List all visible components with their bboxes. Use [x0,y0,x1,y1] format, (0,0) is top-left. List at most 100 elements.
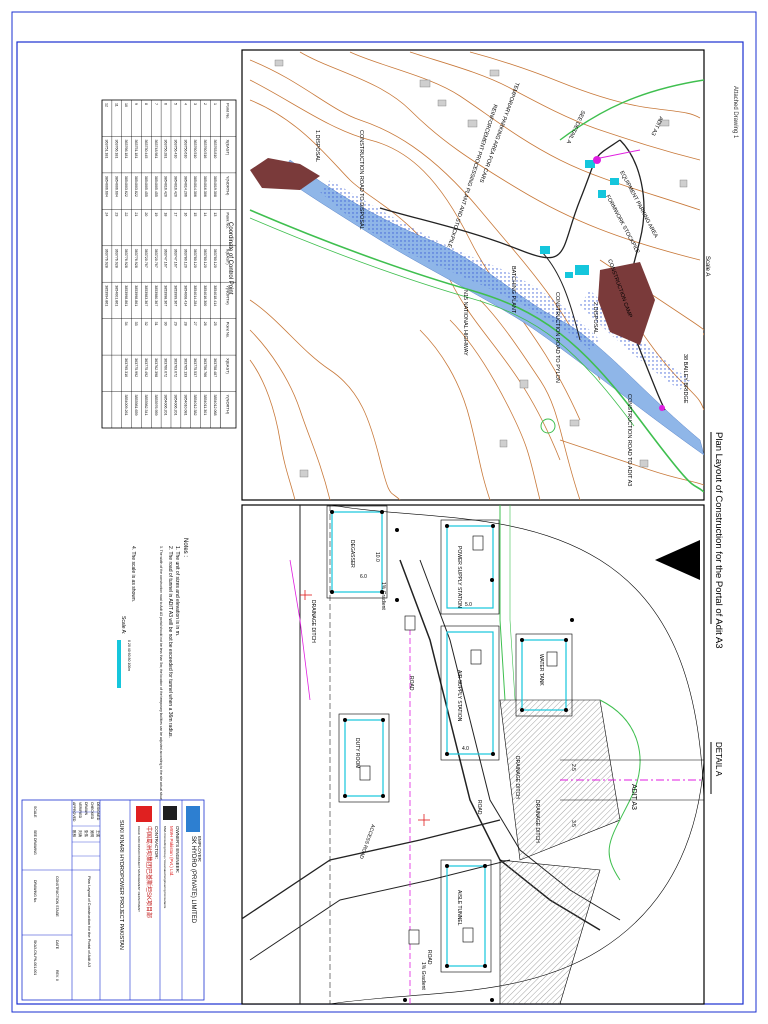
table-cell: 13 [213,212,217,216]
tb-row-value-3: 刘涛 [78,830,83,838]
table-cell: 3854016.420 [164,176,168,197]
tb-scale-label: SCALE [33,806,37,818]
label-batching: BATCHING PLANT [510,266,516,314]
duty-room [344,719,384,797]
disposal-area-2 [598,262,655,345]
tb-row-value-1: 吴明 [90,830,94,838]
employer-label: EMPLOYER: [197,836,202,862]
table-cell: 27 [193,322,197,326]
detail-label-duty-room: DUTY ROOM [354,738,360,768]
table-cell: 3854016.306 [203,176,207,197]
detail-dim-a: 10.0 [374,552,380,562]
detail-label-road-2: ROAD [476,800,482,815]
table-cell: 20 [144,212,148,216]
table-cell: 3854012.382 [193,395,197,416]
power-supply-building [446,525,494,609]
table-cell: 3854005.455 [154,176,158,197]
table-cell: 363760.510 [193,139,197,158]
bailey-bridge-marker [659,405,665,411]
outer-frame [11,11,757,1013]
table-cell: 21 [134,212,138,216]
table-cell: 3854005.455 [144,176,148,197]
table-cell: 3854003.822 [134,176,138,197]
table-cell: 3854010.081 [183,395,187,416]
table-cell: 363762.398 [154,358,158,377]
table-cell: 3854011.301 [203,395,207,416]
table-cell: 363776.928 [124,249,128,268]
detail-dim-d: 4.0 [462,746,469,752]
table-cell: 363730.445 [144,139,148,158]
table-cell: 9 [134,103,138,105]
note-4: 4. The scale is as shown. [130,546,136,602]
detail-label-grade-1: 1% Gradient [380,582,386,610]
table-cell: 3854014.284 [193,285,197,306]
table-cell: 3853994.861 [105,285,109,306]
detail-label-drainage-2: DRAINAGE DITCH [514,756,520,799]
table-cell: 363763.072 [173,358,177,377]
table-cell: 363756.610 [183,139,187,158]
detail-dim-b: 6.0 [360,574,367,580]
detail-label-degasser: DEGASSER [349,540,355,568]
label-disposal-1: 1.DISPOSAL [314,130,320,162]
label-road-to-disposal: CONSTRUCTION ROAD TO DISPOSAL [358,130,364,230]
detail-label-power-supply: POWER SUPPLY STATION [456,546,462,608]
table-cell: 30 [164,322,168,326]
table-header-0: Point No. [226,103,231,119]
table-cell: 363776.928 [105,249,109,268]
batching-plant [540,246,550,254]
table-cell: 3853980.367 [154,285,158,306]
air-supply-building [446,631,494,755]
engineer-name: MWH Pakistan (Pvt.) Ltd. [169,826,174,877]
table-cell: 8 [144,103,148,105]
detail-label-aisle: AISLE TUNNEL [456,890,462,926]
table-cell: 363747.167 [173,249,177,268]
table-cell: 363766.181 [114,139,118,158]
table-cell: 32 [144,322,148,326]
site-plan-map: ADIT A3 SEE DETAIL A TEMPORARY PARKING A… [241,49,705,501]
table-cell: 363765.133 [183,358,187,377]
tb-row-label-2: DRAWN [84,802,88,816]
table-cell: 363758.487 [213,358,217,377]
tb-row-value-4: 陈林 [72,830,77,838]
table-cell: 363775.492 [144,358,148,377]
table-cell: 363776.928 [134,249,138,268]
table-cell: 12 [105,103,109,107]
tb-row-label-4: APPROVED [72,802,76,822]
contractor-label: CONTRACTOR: [154,826,159,859]
engineer-label: OWNER'S ENGINEER: [175,826,180,873]
table-cell: 3 [193,103,197,105]
table-cell: 3854019.308 [213,176,217,197]
label-bailey-bridge: 38 BAILEY BRIDGE [682,354,688,404]
detail-dim-e: 2.5 [570,764,576,771]
table-cell: 3854006.604 [105,176,109,197]
table-cell: 363760.516 [203,139,207,158]
table-cell: 363780.120 [203,249,207,268]
table-cell: 22 [124,212,128,216]
table-cell: 363780.120 [193,249,197,268]
table-cell: 363776.928 [114,249,118,268]
scale-bar-label: Scale A: [120,616,126,634]
detail-label-water-tank: WATER TANK [538,654,544,686]
table-cell: 3854012.068 [213,395,217,416]
table-cell: 363766.181 [124,139,128,158]
table-header-8: Y(NORTH) [226,395,231,415]
drawing-title: Plan Layout of Construction for the Port… [87,876,92,968]
employer-logo [186,806,200,832]
table-cell: 3854016.420 [173,176,177,197]
tb-stage: CONSTRUCTION STAGE [55,876,59,917]
table-header-2: Y(NORTH) [226,176,231,196]
table-cell: 363747.167 [164,249,168,268]
table-cell: 6 [164,103,168,105]
table-cell: 24 [105,212,109,216]
contractor-sub: CGGC SUKI KINARI PROJECT MANAGEMENT DEPA… [137,826,141,912]
detail-label-drainage-3: DRAINAGE DITCH [534,800,540,843]
table-cell: 17 [173,212,177,216]
table-cell: 363756.410 [173,139,177,158]
table-cell: 3853998.861 [134,285,138,306]
detail-title: DETAIL A [714,742,723,777]
table-cell: 1 [213,103,217,105]
label-road-to-pylon: CONSTRUCTION ROAD TO PYLON [554,292,560,383]
control-point-table: Coordinate of Control Point Point No.X(E… [101,99,237,429]
table-cell: 26 [203,322,207,326]
tb-revision: REV. 0 [55,970,59,981]
